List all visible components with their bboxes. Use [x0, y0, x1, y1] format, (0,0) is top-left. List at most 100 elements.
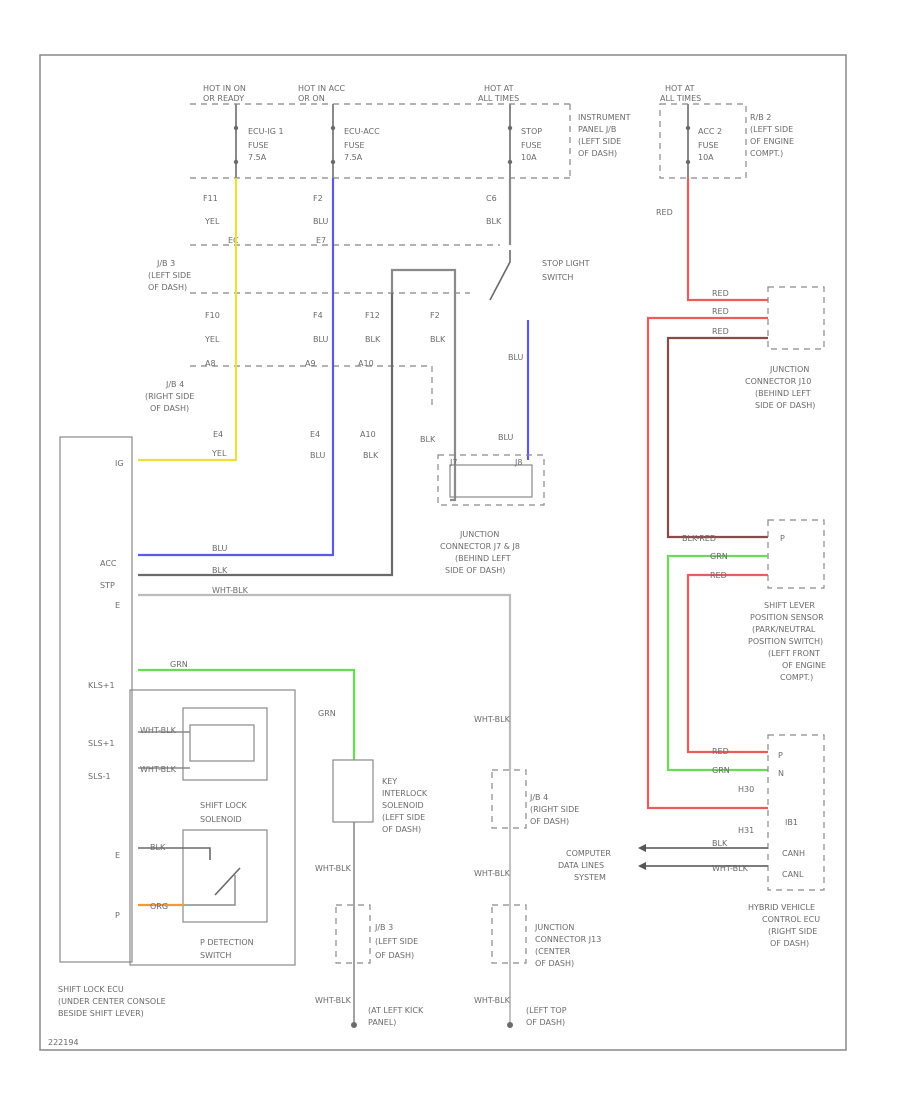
label-org-1: ORG [150, 902, 168, 911]
shift-sensor-box [767, 519, 825, 589]
svg-text:OF DASH): OF DASH) [578, 149, 617, 158]
label-blu-5: BLU [498, 433, 514, 442]
svg-text:OF DASH): OF DASH) [770, 939, 809, 948]
ground-g1-icon [351, 1022, 357, 1028]
svg-text:SHIFT LOCK ECU: SHIFT LOCK ECU [58, 985, 124, 994]
arrow-canl-icon [638, 862, 646, 870]
pin-sensor-p: P [780, 534, 785, 543]
pin-sls1: SLS+1 [88, 739, 114, 748]
pin-stp: STP [100, 581, 115, 590]
wire-kls-grn [138, 668, 356, 760]
svg-text:STOP LIGHT: STOP LIGHT [542, 259, 590, 268]
jc78-box [437, 454, 545, 506]
source-acc: HOT IN ACC OR ON [298, 84, 346, 103]
svg-text:CONNECTOR J10: CONNECTOR J10 [745, 377, 811, 386]
jb4-label: J/B 4 (RIGHT SIDE OF DASH) [145, 380, 194, 413]
svg-text:ALL TIMES: ALL TIMES [660, 94, 701, 103]
j13-label: JUNCTION CONNECTOR J13 (CENTER OF DASH) [534, 923, 601, 968]
diagram-border [39, 54, 847, 1051]
svg-text:INTERLOCK: INTERLOCK [382, 789, 428, 798]
label-red-1: RED [656, 208, 673, 217]
svg-text:(LEFT SIDE: (LEFT SIDE [375, 937, 418, 946]
fuse-acc: ECU-ACC FUSE 7.5A [330, 104, 380, 178]
svg-text:(CENTER: (CENTER [535, 947, 571, 956]
wire-sensor-grn [666, 554, 768, 772]
svg-text:POSITION SENSOR: POSITION SENSOR [750, 613, 824, 622]
stop-switch-label: STOP LIGHT SWITCH [542, 259, 590, 282]
pin-hv-n: N [778, 769, 784, 778]
label-whtblk-5: WHT-BLK [474, 869, 511, 878]
p-detection-label: P DETECTION SWITCH [200, 938, 254, 960]
svg-text:SOLENOID: SOLENOID [382, 801, 424, 810]
wire-sensor-red [686, 573, 768, 754]
svg-text:OF DASH): OF DASH) [526, 1018, 565, 1027]
fuse-ig: ECU-IG 1 FUSE 7.5A [233, 104, 284, 178]
svg-text:FUSE: FUSE [344, 141, 365, 150]
p-detection-box [182, 829, 268, 923]
svg-text:7.5A: 7.5A [344, 153, 363, 162]
label-whtblk-2: WHT-BLK [315, 864, 352, 873]
conn-a8: A8 [205, 359, 216, 368]
label-wht-2: WHT-BLK [140, 765, 177, 774]
label-blk-7: BLK [150, 843, 166, 852]
svg-text:(LEFT SIDE: (LEFT SIDE [148, 271, 191, 280]
pin-e: E [115, 601, 120, 610]
conn-f2b: F2 [430, 311, 440, 320]
ipjb-label: INSTRUMENT PANEL J/B (LEFT SIDE OF DASH) [578, 113, 631, 158]
svg-text:J/B 4: J/B 4 [529, 793, 548, 802]
svg-text:J/B 3: J/B 3 [156, 259, 175, 268]
svg-text:PANEL J/B: PANEL J/B [578, 125, 616, 134]
svg-text:JUNCTION: JUNCTION [534, 923, 574, 932]
pin-ib1: IB1 [785, 818, 798, 827]
svg-text:P DETECTION: P DETECTION [200, 938, 254, 947]
pin-canh: CANH [782, 849, 805, 858]
label-yel-3: YEL [211, 449, 227, 458]
jb3b-label: J/B 3 (LEFT SIDE OF DASH) [374, 923, 418, 960]
pin-canl: CANL [782, 870, 804, 879]
source-at1: HOT AT ALL TIMES [478, 84, 519, 103]
label-whtblk-6: WHT-BLK [474, 996, 511, 1005]
conn-a10: A10 [358, 359, 374, 368]
svg-text:OF DASH): OF DASH) [375, 951, 414, 960]
label-wht-1: WHT-BLK [140, 726, 177, 735]
conn-a9: A9 [305, 359, 316, 368]
svg-text:OR READY: OR READY [203, 94, 244, 103]
svg-text:JUNCTION: JUNCTION [459, 530, 499, 539]
svg-text:(LEFT SIDE: (LEFT SIDE [750, 125, 793, 134]
svg-text:FUSE: FUSE [521, 141, 542, 150]
svg-text:HOT IN ON: HOT IN ON [203, 84, 246, 93]
svg-text:(LEFT TOP: (LEFT TOP [526, 1006, 567, 1015]
label-red-4: RED [712, 327, 729, 336]
wire-jb-loop [390, 268, 457, 502]
wire-j10-blkred [666, 336, 768, 539]
label-whtblk-1: WHT-BLK [212, 586, 249, 595]
ground-g1-label: (AT LEFT KICK PANEL) [368, 1006, 424, 1027]
jc78-label: JUNCTION CONNECTOR J7 & J8 (BEHIND LEFT … [440, 530, 520, 575]
fuse-stop: STOP FUSE 10A [507, 104, 542, 178]
svg-text:10A: 10A [698, 153, 714, 162]
jb3-label: J/B 3 (LEFT SIDE OF DASH) [148, 259, 191, 292]
label-red-3: RED [712, 307, 729, 316]
j10-label: JUNCTION CONNECTOR J10 (BEHIND LEFT SIDE… [745, 365, 815, 410]
svg-text:OF DASH): OF DASH) [148, 283, 187, 292]
pin-ig: IG [115, 459, 124, 468]
ground-g2-label: (LEFT TOP OF DASH) [526, 1006, 567, 1027]
ecu-caption: SHIFT LOCK ECU (UNDER CENTER CONSOLE BES… [58, 985, 166, 1018]
hv-ecu-label: HYBRID VEHICLE CONTROL ECU (RIGHT SIDE O… [748, 903, 820, 948]
svg-text:OF DASH): OF DASH) [530, 817, 569, 826]
svg-text:(LEFT FRONT: (LEFT FRONT [768, 649, 820, 658]
svg-text:(UNDER CENTER CONSOLE: (UNDER CENTER CONSOLE [58, 997, 166, 1006]
pin-p: P [115, 911, 120, 920]
hv-code-1: H30 [738, 785, 754, 794]
svg-text:SIDE OF DASH): SIDE OF DASH) [445, 566, 505, 575]
svg-text:SIDE OF DASH): SIDE OF DASH) [755, 401, 815, 410]
label-grn-1: GRN [170, 660, 188, 669]
svg-text:SWITCH: SWITCH [200, 951, 231, 960]
label-blk-6: BLK [212, 566, 228, 575]
svg-text:HOT AT: HOT AT [484, 84, 514, 93]
conn-ec: EC [228, 236, 239, 245]
svg-text:COMPT.): COMPT.) [780, 673, 813, 682]
svg-text:HOT IN ACC: HOT IN ACC [298, 84, 346, 93]
svg-text:J/B 3: J/B 3 [374, 923, 393, 932]
j10-box [767, 286, 825, 350]
